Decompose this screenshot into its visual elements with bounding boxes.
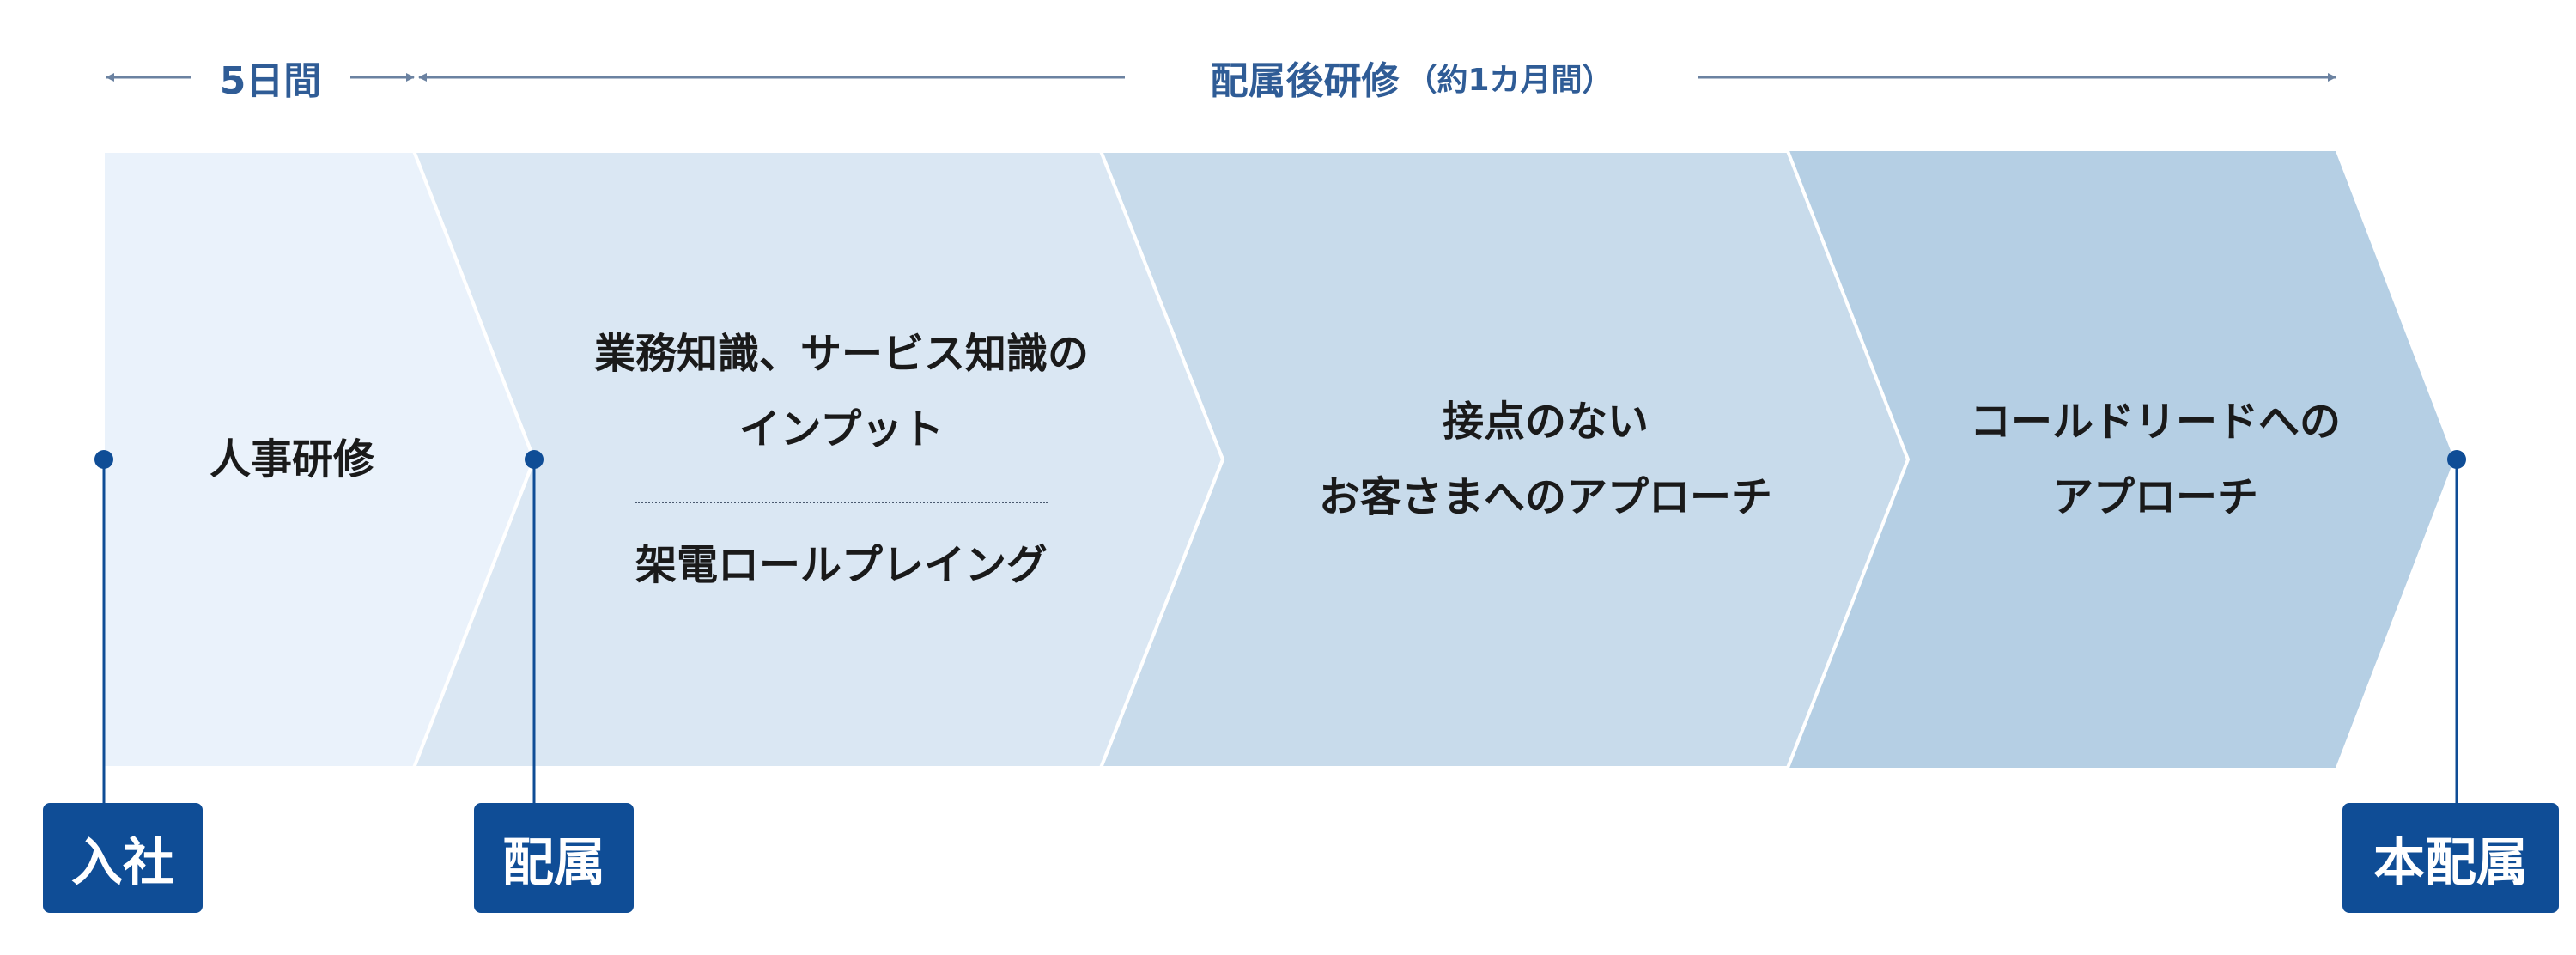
post-assignment-period-label: 配属後研修 （約1カ月間） bbox=[1125, 47, 1698, 107]
assignment-badge: 配属 bbox=[474, 803, 634, 913]
stage-2-divider bbox=[635, 502, 1048, 503]
stage-3-label: 接点のない お客さまへのアプローチ bbox=[1219, 151, 1872, 768]
stage-3-line-1: 接点のない bbox=[1442, 398, 1649, 446]
intro-period-text: 5日間 bbox=[219, 59, 322, 103]
assignment-marker-dot bbox=[525, 450, 544, 469]
stage-1-line-1: 人事研修 bbox=[209, 435, 374, 484]
stage-4-line-2: アプローチ bbox=[2051, 473, 2258, 521]
post-assignment-period-note: （約1カ月間） bbox=[1406, 63, 1613, 98]
stage-4-chevron bbox=[1788, 151, 2454, 768]
stage-1-label: 人事研修 bbox=[120, 151, 464, 768]
intro-period-label: 5日間 bbox=[191, 47, 350, 107]
post-assignment-period-text: 配属後研修 bbox=[1210, 59, 1400, 103]
join-badge: 入社 bbox=[43, 803, 203, 913]
join-marker-dot bbox=[94, 450, 113, 469]
stage-4-label: コールドリードへの アプローチ bbox=[1906, 151, 2404, 768]
stage-2-line-2: インプット bbox=[738, 405, 945, 453]
stage-2-line-3: 架電ロールプレイング bbox=[635, 541, 1048, 589]
stage-3-line-2: お客さまへのアプローチ bbox=[1318, 473, 1772, 521]
stage-2-label: 業務知識、サービス知識の インプット 架電ロールプレイング bbox=[532, 151, 1151, 768]
stage-2-line-1: 業務知識、サービス知識の bbox=[593, 330, 1089, 378]
final-assignment-marker-dot bbox=[2447, 450, 2466, 469]
stage-4-line-1: コールドリードへの bbox=[1969, 398, 2341, 446]
final-assignment-badge: 本配属 bbox=[2342, 803, 2559, 913]
